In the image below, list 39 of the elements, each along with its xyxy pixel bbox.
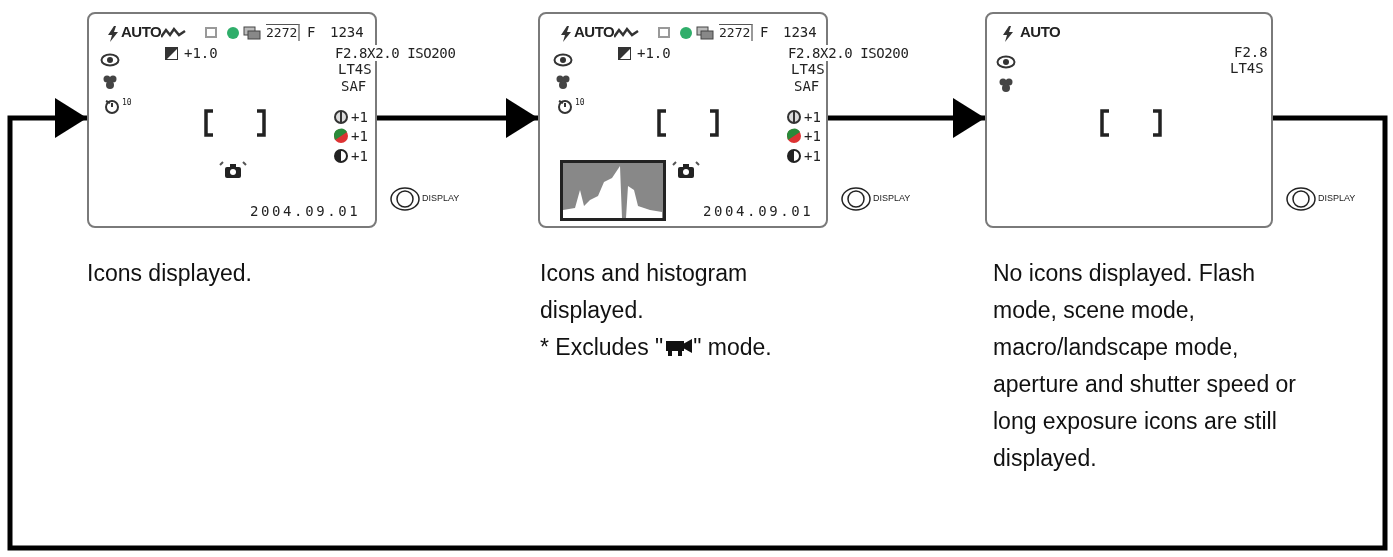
screen-readout: +1.0 <box>184 45 218 61</box>
screen-readout: +1.0 <box>637 45 671 61</box>
node-label: No icons displayed. Flash mode, scene mode, macro/landscape mode, aperture and shutter speed or long exposure icons are still displayed. <box>993 259 1298 473</box>
screen-readout: LT4S <box>791 61 825 77</box>
screen-readout: 2272 <box>719 24 754 41</box>
screen-readout: AUTO <box>1020 24 1061 40</box>
camera-screen <box>985 12 1273 228</box>
screen-readout: F2.8X2.0 ISO200 <box>335 45 456 61</box>
button-label: DISPLAY <box>873 193 911 204</box>
screen-readout: +1 <box>804 109 821 125</box>
screen-readout: AUTO <box>574 24 615 40</box>
screen-readout: 2272 <box>266 24 301 41</box>
arrow <box>7 98 1388 551</box>
screen-readout: +1 <box>804 128 821 144</box>
screen-readout: LT4S <box>1230 60 1264 76</box>
arrow <box>377 98 538 138</box>
screen-readout: +1 <box>351 128 368 144</box>
screen-readout: 10 <box>122 98 132 107</box>
screen-readout: 10 <box>575 98 585 107</box>
screen-readout: +1 <box>351 109 368 125</box>
screen-readout: SAF <box>794 78 820 94</box>
screen-readout: F <box>760 24 769 40</box>
button-label: DISPLAY <box>422 193 460 204</box>
screen-readout: +1 <box>351 148 368 164</box>
screen-readout: AUTO <box>121 24 162 40</box>
node-label: Icons displayed. <box>87 259 253 288</box>
node-label: Icons and histogram displayed. <box>540 259 749 325</box>
screen-readout: 1234 <box>783 24 817 40</box>
screen-readout: F <box>307 24 316 40</box>
screen-readout: F2.8X2.0 ISO200 <box>788 45 909 61</box>
arrow <box>828 98 985 138</box>
screen-readout: 1234 <box>330 24 364 40</box>
button-label: DISPLAY <box>1318 193 1356 204</box>
screen-readout: SAF <box>341 78 367 94</box>
screen-readout: +1 <box>804 148 821 164</box>
note-text: * Excludes " <box>540 334 664 360</box>
note-text: " mode. <box>693 334 772 360</box>
screen-readout: F2.8 <box>1234 44 1268 60</box>
screen-readout: LT4S <box>338 61 372 77</box>
